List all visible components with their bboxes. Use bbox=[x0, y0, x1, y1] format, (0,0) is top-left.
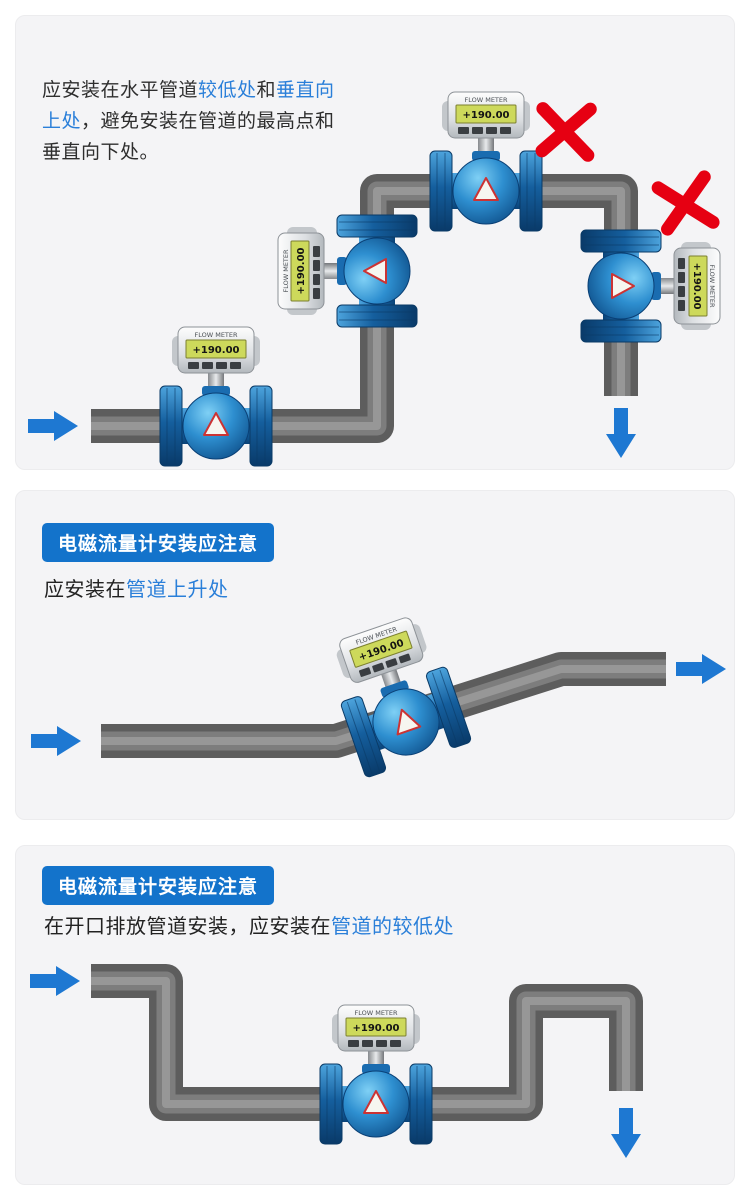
panel-open-discharge-install: 电磁流量计安装应注意 在开口排放管道安装，应安装在管道的较低处 bbox=[15, 845, 735, 1185]
flow-meter-high-point-wrong bbox=[429, 91, 543, 232]
flow-arrow-in-icon bbox=[28, 411, 78, 441]
flow-arrow-in-icon bbox=[30, 966, 80, 996]
section-badge: 电磁流量计安装应注意 bbox=[42, 866, 275, 905]
subtitle-seg: 在开口排放管道安装，应安装在 bbox=[44, 916, 331, 938]
error-x-icon bbox=[658, 177, 714, 230]
section-badge: 电磁流量计安装应注意 bbox=[42, 523, 275, 562]
flow-arrow-down-icon bbox=[606, 408, 636, 458]
error-x-icon bbox=[537, 103, 594, 158]
flow-meter-vertical-up bbox=[277, 214, 418, 328]
note-highlight: 垂直向上处 bbox=[42, 80, 335, 132]
flow-arrow-out-icon bbox=[676, 654, 726, 684]
flow-meter-vertical-down-wrong bbox=[580, 229, 721, 343]
pipe bbox=[91, 964, 643, 1121]
panel-rising-pipe-install: 电磁流量计安装应注意 应安装在管道上升处 bbox=[15, 490, 735, 820]
flow-meter-low-horizontal bbox=[159, 326, 273, 467]
subtitle-seg: 应安装在 bbox=[44, 579, 126, 601]
note-seg: ，避免安装在管道的最高点和垂直向下处。 bbox=[42, 110, 335, 163]
subtitle-highlight: 管道上升处 bbox=[126, 579, 229, 601]
note-seg: 应安装在水平管道 bbox=[42, 80, 199, 101]
install-note-text: 应安装在水平管道较低处和垂直向上处，避免安装在管道的最高点和垂直向下处。 bbox=[42, 76, 354, 168]
panel-horizontal-vertical-install: 应安装在水平管道较低处和垂直向上处，避免安装在管道的最高点和垂直向下处。 bbox=[15, 15, 735, 470]
flow-meter-low-point bbox=[319, 1004, 433, 1145]
note-highlight: 较低处 bbox=[198, 80, 257, 101]
pipe-diagram-2 bbox=[31, 609, 726, 780]
flow-arrow-discharge-icon bbox=[611, 1108, 641, 1158]
flow-arrow-in-icon bbox=[31, 726, 81, 756]
subtitle-highlight: 管道的较低处 bbox=[331, 916, 454, 938]
note-seg: 和 bbox=[256, 80, 277, 101]
pipe-diagram-1 bbox=[28, 91, 721, 467]
install-subtitle: 应安装在管道上升处 bbox=[44, 573, 229, 602]
install-subtitle: 在开口排放管道安装，应安装在管道的较低处 bbox=[44, 910, 454, 939]
pipe-diagram-3 bbox=[30, 964, 643, 1158]
